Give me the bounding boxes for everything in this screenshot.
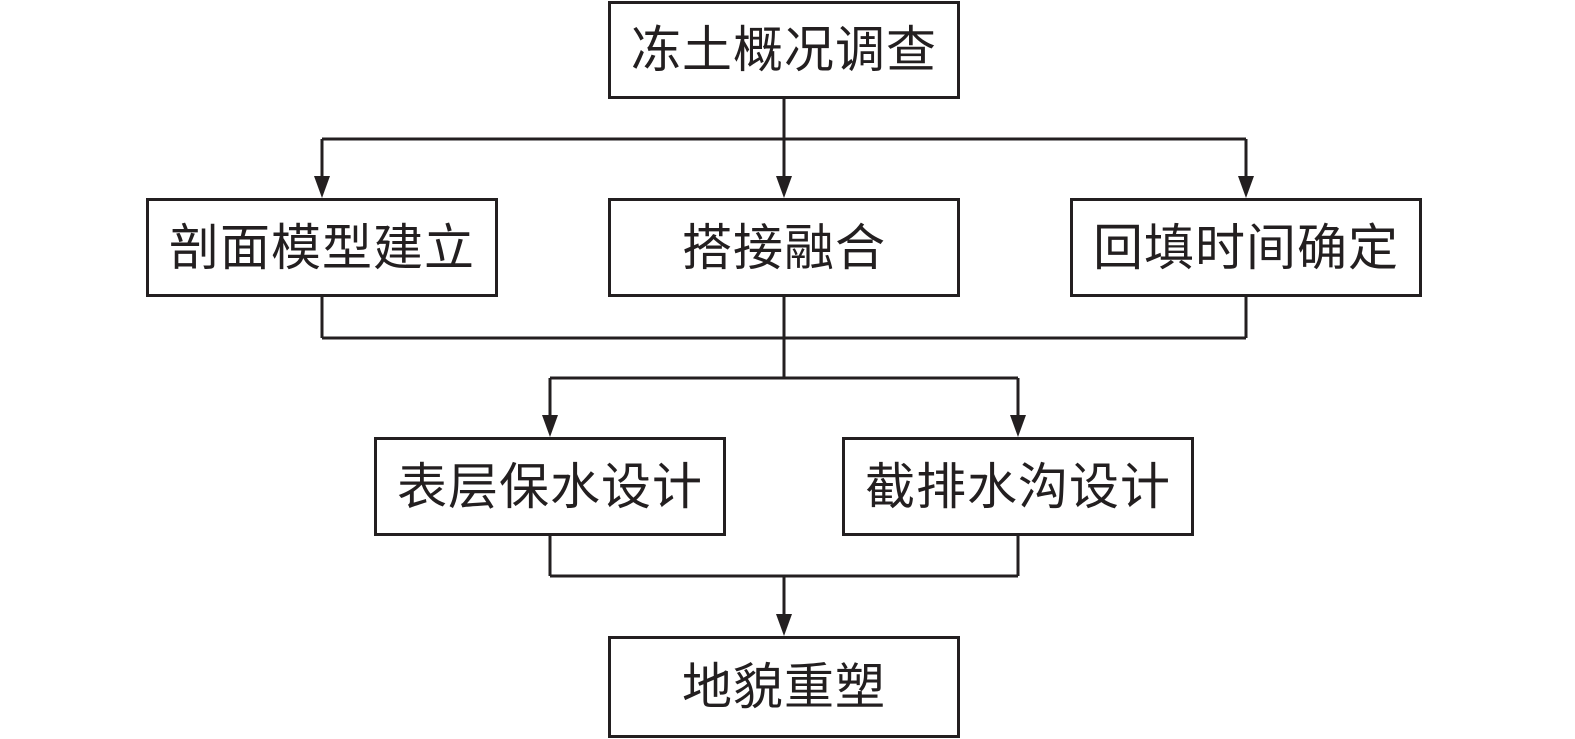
node-backfill-time: 回填时间确定: [1070, 198, 1422, 297]
arrowhead-surface: [542, 415, 558, 437]
node-label: 冻土概况调查: [631, 21, 937, 79]
arrowhead-overlap: [776, 176, 792, 198]
node-label: 地貌重塑: [682, 658, 886, 716]
node-landform-reshaping: 地貌重塑: [608, 636, 960, 738]
node-intercept-drainage: 截排水沟设计: [842, 437, 1194, 536]
arrowhead-backfill: [1238, 176, 1254, 198]
node-label: 表层保水设计: [397, 457, 703, 516]
node-label: 剖面模型建立: [169, 218, 475, 277]
arrowhead-profile: [314, 176, 330, 198]
arrowhead-landform: [776, 614, 792, 636]
node-profile-model: 剖面模型建立: [146, 198, 498, 297]
node-label: 截排水沟设计: [865, 457, 1171, 516]
node-surface-water-retention: 表层保水设计: [374, 437, 726, 536]
arrowhead-drainage: [1010, 415, 1026, 437]
node-label: 搭接融合: [682, 218, 886, 277]
node-overlap-fusion: 搭接融合: [608, 198, 960, 297]
node-label: 回填时间确定: [1093, 218, 1399, 277]
node-frozen-soil-survey: 冻土概况调查: [608, 1, 960, 99]
